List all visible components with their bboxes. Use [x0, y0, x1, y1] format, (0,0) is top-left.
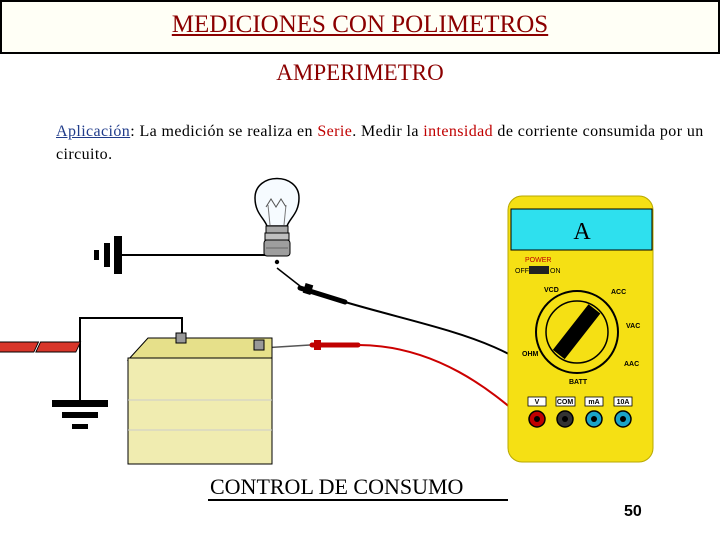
- jack-label-v: V: [535, 399, 540, 406]
- light-bulb: [254, 177, 300, 265]
- description-paragraph: Aplicación: La medición se realiza en Se…: [56, 120, 716, 166]
- power-switch[interactable]: [529, 266, 549, 274]
- text-part2: . Medir la: [352, 123, 424, 140]
- caption-underline: [208, 499, 508, 501]
- jack-label-10a: 10A: [617, 399, 630, 406]
- aac-label: AAC: [624, 361, 639, 368]
- application-label: Aplicación: [56, 123, 131, 140]
- ground-symbol-upper: [94, 236, 270, 274]
- batt-label: BATT: [569, 379, 588, 386]
- off-label: OFF: [515, 268, 529, 275]
- selector-knob[interactable]: [552, 304, 601, 360]
- title-box: MEDICIONES CON POLIMETROS: [0, 0, 720, 54]
- display-reading: A: [573, 219, 591, 245]
- multimeter: A POWER OFF ON VCD ACC VAC AAC OHM BATT …: [507, 195, 654, 463]
- diagram-caption: CONTROL DE CONSUMO: [210, 474, 464, 499]
- jack-label-com: COM: [557, 399, 574, 406]
- serie-term: Serie: [317, 123, 353, 140]
- vac-label: VAC: [626, 323, 640, 330]
- page-number: 50: [624, 503, 642, 520]
- input-jacks: V COM mA 10A: [527, 396, 633, 428]
- subtitle: AMPERIMETRO: [276, 60, 444, 85]
- text-part1: : La medición se realiza en: [130, 123, 318, 140]
- jack-label-ma: mA: [588, 399, 599, 406]
- ground-symbol-lower: [52, 317, 183, 429]
- acc-label: ACC: [611, 289, 626, 296]
- power-label: POWER: [525, 257, 551, 264]
- on-label: ON: [550, 268, 561, 275]
- intensidad-term: intensidad: [423, 123, 494, 140]
- battery: [0, 332, 273, 465]
- ohm-label: OHM: [522, 351, 539, 358]
- page-title: MEDICIONES CON POLIMETROS: [171, 11, 549, 38]
- text-part3: de corriente consumida por un circuito.: [56, 123, 704, 163]
- vcd-label: VCD: [544, 287, 559, 294]
